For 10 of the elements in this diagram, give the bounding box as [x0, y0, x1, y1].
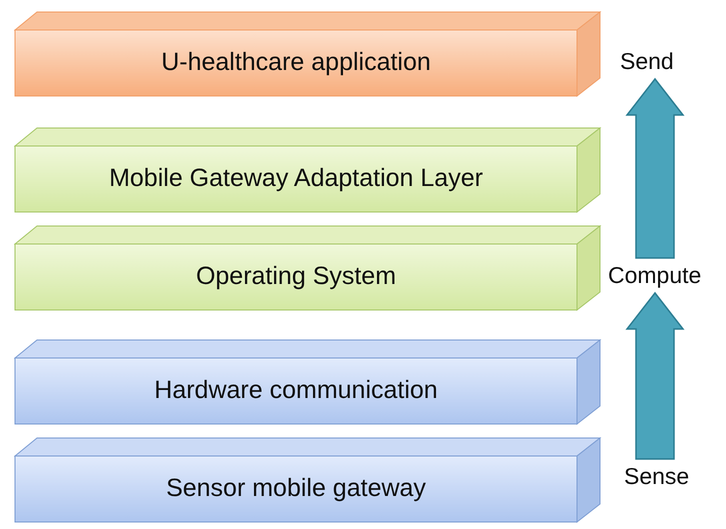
up-arrow	[625, 78, 685, 259]
layer-label: U-healthcare application	[160, 48, 432, 77]
layer-label: Operating System	[194, 262, 398, 291]
up-arrow	[625, 292, 685, 460]
stage-label: Sense	[624, 463, 690, 490]
layer-label: Mobile Gateway Adaptation Layer	[108, 164, 484, 193]
stage-label: Send	[620, 48, 674, 75]
layer-label: Hardware communication	[153, 376, 439, 405]
stage-label: Compute	[608, 262, 702, 289]
layer-label: Sensor mobile gateway	[165, 474, 427, 503]
